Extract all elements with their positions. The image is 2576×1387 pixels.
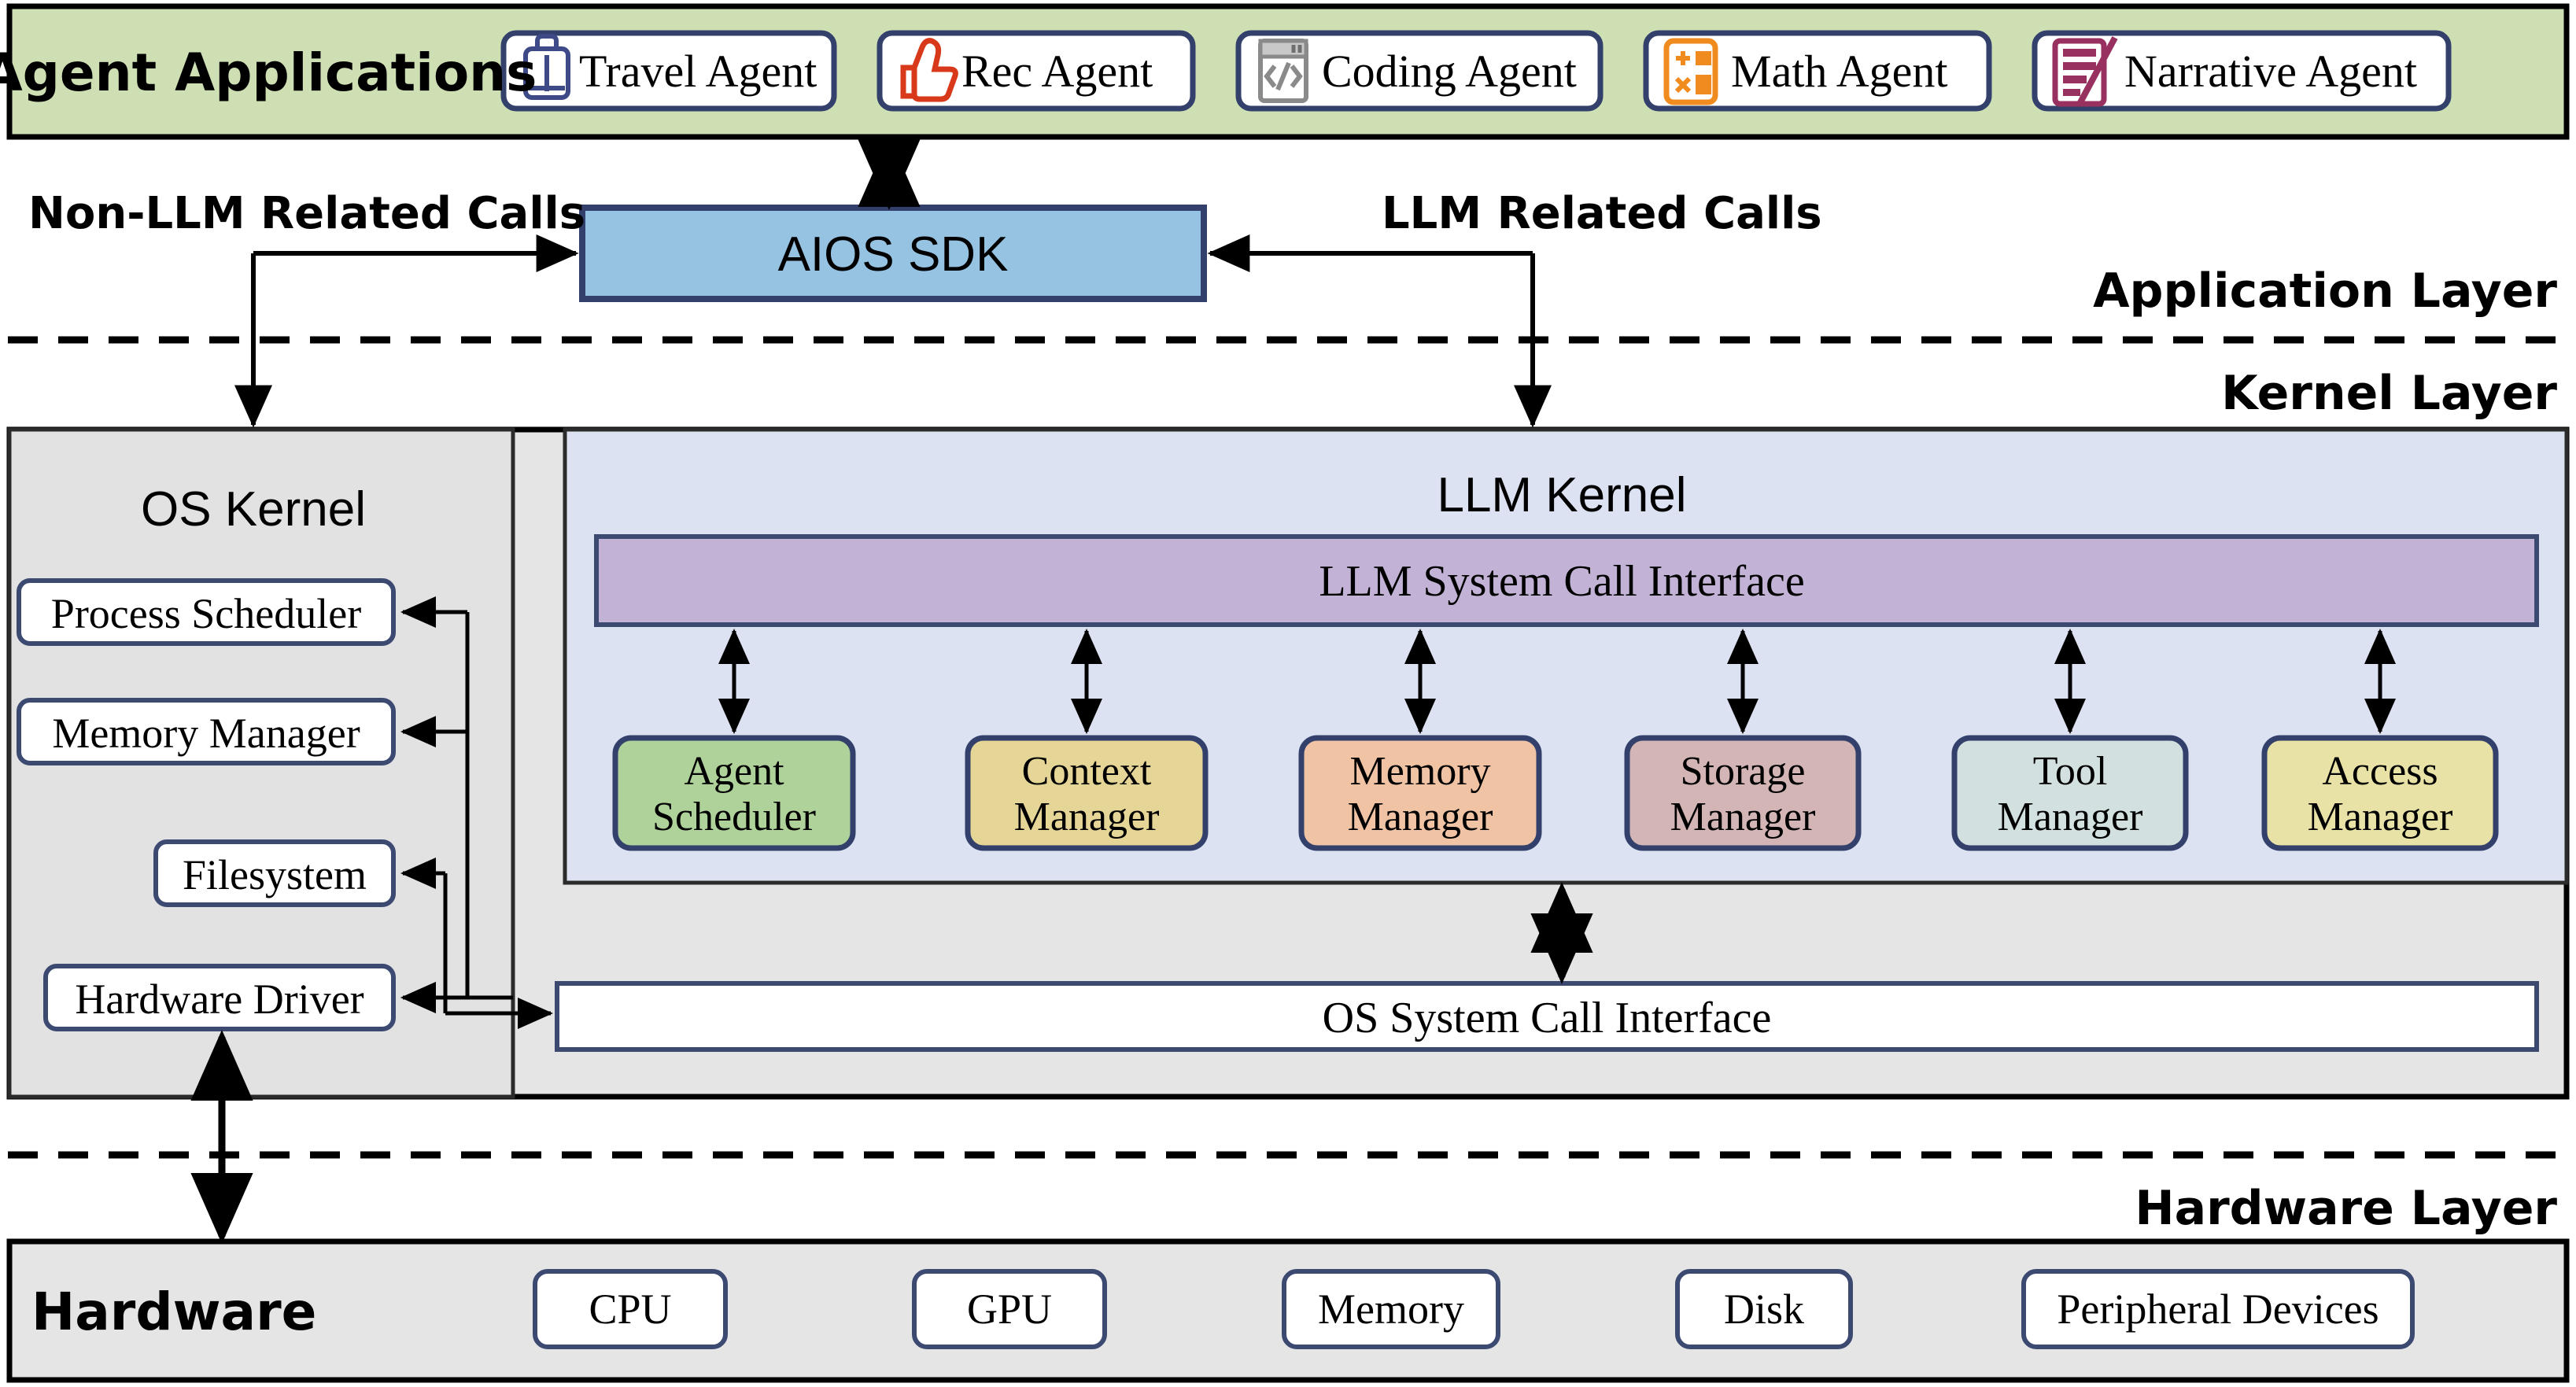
hardware-label-gpu: GPU <box>967 1286 1052 1333</box>
agent-applications-label: Agent Applications <box>0 42 537 103</box>
manager-label-agent-scheduler-line1: Agent <box>684 749 784 794</box>
manager-label-memory-manager-line2: Manager <box>1348 795 1493 839</box>
os-component-memory-manager[interactable] <box>17 698 396 765</box>
layer-label-application: Application Layer <box>2093 264 2557 319</box>
agent-label-travel: Travel Agent <box>579 46 817 97</box>
hardware-component-cpu[interactable] <box>533 1269 728 1349</box>
manager-box-agent-scheduler[interactable] <box>612 735 856 851</box>
hardware-label-disk: Disk <box>1724 1286 1804 1333</box>
manager-label-tool-manager-line2: Manager <box>1998 795 2143 839</box>
os-component-label-process-scheduler: Process Scheduler <box>51 590 361 637</box>
hardware-label-memory: Memory <box>1318 1286 1464 1333</box>
hardware-label-peripheral-devices: Peripheral Devices <box>2057 1286 2379 1333</box>
os-component-label-memory-manager: Memory Manager <box>52 710 360 757</box>
manager-box-context-manager[interactable] <box>965 735 1209 851</box>
os-system-call-interface-label: OS System Call Interface <box>1323 994 1772 1042</box>
manager-label-storage-manager-line1: Storage <box>1681 749 1806 794</box>
hardware-component-gpu[interactable] <box>912 1269 1107 1349</box>
llm-related-calls-label: LLM Related Calls <box>1382 188 1822 239</box>
manager-label-access-manager-line2: Manager <box>2308 795 2453 839</box>
agent-button-travel[interactable] <box>500 30 837 112</box>
llm-kernel-title: LLM Kernel <box>1437 468 1686 522</box>
agent-label-rec: Rec Agent <box>961 46 1153 97</box>
os-component-process-scheduler[interactable] <box>17 578 396 646</box>
calculator-icon <box>1663 38 1718 105</box>
manager-label-storage-manager-line2: Manager <box>1670 795 1816 839</box>
manager-label-context-manager-line2: Manager <box>1014 795 1160 839</box>
agent-label-narrative: Narrative Agent <box>2124 46 2417 97</box>
layer-label-hardware: Hardware Layer <box>2135 1181 2557 1236</box>
manager-label-context-manager-line1: Context <box>1022 749 1152 794</box>
hardware-component-peripheral-devices[interactable] <box>2021 1269 2415 1349</box>
os-component-hardware-driver[interactable] <box>43 964 396 1031</box>
agent-button-narrative[interactable] <box>2032 30 2452 112</box>
hardware-band-label: Hardware <box>31 1282 316 1342</box>
manager-label-tool-manager-line1: Tool <box>2033 749 2108 794</box>
non-llm-related-calls-label: Non-LLM Related Calls <box>28 188 585 239</box>
manager-label-agent-scheduler-line2: Scheduler <box>652 795 816 839</box>
aios-sdk-label: AIOS SDK <box>778 227 1009 282</box>
manager-box-access-manager[interactable] <box>2261 735 2499 851</box>
llm-system-call-interface-label: LLM System Call Interface <box>1319 557 1804 606</box>
hardware-component-disk[interactable] <box>1675 1269 1853 1349</box>
layer-label-kernel: Kernel Layer <box>2221 366 2557 421</box>
suitcase-icon <box>523 34 570 100</box>
agent-button-coding[interactable] <box>1235 30 1604 112</box>
agent-label-math: Math Agent <box>1731 46 1947 97</box>
agent-button-math[interactable] <box>1643 30 1992 112</box>
os-system-call-interface-bar[interactable] <box>555 981 2539 1052</box>
os-kernel-title: OS Kernel <box>141 482 366 537</box>
agent-button-rec[interactable] <box>877 30 1196 112</box>
manager-box-storage-manager[interactable] <box>1624 735 1862 851</box>
code-window-icon <box>1258 39 1308 103</box>
manager-label-access-manager-line1: Access <box>2322 749 2438 794</box>
manager-box-tool-manager[interactable] <box>1951 735 2189 851</box>
manager-label-memory-manager-line1: Memory <box>1349 749 1490 794</box>
manager-box-memory-manager[interactable] <box>1298 735 1542 851</box>
thumbs-up-icon <box>900 38 958 102</box>
hardware-component-memory[interactable] <box>1282 1269 1500 1349</box>
agent-label-coding: Coding Agent <box>1322 46 1577 97</box>
os-component-filesystem[interactable] <box>153 839 396 907</box>
hardware-label-cpu: CPU <box>589 1286 671 1333</box>
notepad-pen-icon <box>2052 36 2118 107</box>
llm-system-call-interface-bar[interactable] <box>594 534 2539 627</box>
os-component-label-filesystem: Filesystem <box>183 851 367 898</box>
os-component-label-hardware-driver: Hardware Driver <box>75 976 364 1023</box>
llm-kernel-box <box>563 427 2569 885</box>
aios-sdk-box[interactable] <box>579 205 1207 302</box>
